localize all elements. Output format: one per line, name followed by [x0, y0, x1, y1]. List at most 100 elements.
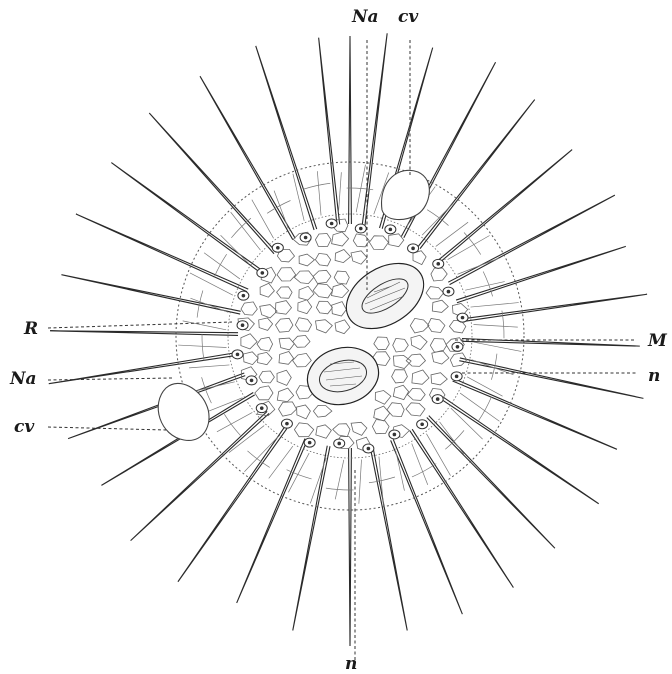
alveolus-wall [189, 365, 229, 368]
endoplasm-cell [426, 287, 444, 299]
endoplasm-cell [277, 370, 291, 385]
endoplasm-cell [315, 234, 331, 247]
endoplasm-cell [428, 319, 445, 333]
label-cv-top: cv [398, 7, 419, 27]
alveolus-wall [473, 325, 517, 328]
label-n-bottom: n [345, 654, 357, 674]
axopodium-ray [68, 373, 245, 439]
endoplasm-cell [313, 270, 331, 283]
alveolus-wall [192, 382, 235, 392]
endoplasm-cell [393, 355, 411, 368]
alveolus-wall [229, 426, 264, 453]
endoplasm-cell [293, 353, 312, 366]
axopodium-ray [50, 331, 238, 336]
alveolus-wall [190, 273, 233, 295]
small-nucleus-dot [242, 294, 246, 298]
label-na-top: Na [351, 7, 379, 27]
small-nucleus-dot [436, 397, 440, 401]
endoplasm-cell [297, 405, 311, 419]
endoplasm-cell [407, 388, 425, 400]
endoplasm-cell [313, 284, 333, 298]
endoplasm-cell [295, 318, 311, 332]
axopodium-ray [200, 76, 295, 240]
alveolus-wall [339, 172, 342, 212]
axopodium-ray [435, 150, 572, 265]
endoplasm-cell [432, 300, 448, 312]
small-nucleus-dot [250, 379, 254, 383]
alveolus-arc [478, 397, 491, 421]
small-nucleus-dot [359, 227, 363, 231]
endoplasm-cell [335, 320, 350, 334]
endoplasm-cell [260, 283, 274, 297]
endoplasm-cell [276, 301, 292, 315]
endoplasm-cell [351, 422, 367, 435]
alveolus-arc [491, 354, 497, 380]
alveolus-arc [502, 311, 504, 339]
small-nuclei [232, 219, 468, 453]
ectoplasm-layer [176, 162, 524, 510]
axopodium-ray [370, 446, 407, 631]
alveolus-arc [231, 218, 250, 238]
small-nucleus-dot [236, 353, 240, 357]
small-nucleus-dot [447, 290, 451, 294]
endoplasm-cell [279, 352, 294, 365]
small-nucleus-dot [285, 422, 289, 426]
endoplasm-cell [277, 268, 296, 281]
alveolus-wall [244, 437, 277, 472]
axopodium-ray [149, 113, 276, 254]
axopodium-ray [49, 352, 240, 384]
label-na-left: Na [9, 369, 37, 389]
endoplasm-cell [299, 254, 314, 266]
endoplasm-cell [412, 370, 429, 384]
small-nucleus-dot [436, 262, 440, 266]
endoplasm-cell [374, 337, 390, 350]
alveolus-wall [317, 171, 321, 215]
endoplasm-cell [316, 425, 332, 439]
endoplasm-cell [332, 302, 347, 316]
small-nucleus-dot [304, 236, 308, 240]
small-nucleus-dot [420, 422, 424, 426]
endoplasm-cell [294, 423, 313, 437]
endoplasm-cell [255, 386, 273, 400]
alveolus-wall [471, 303, 519, 307]
endoplasm-cell [313, 405, 332, 417]
endoplasm-cell [276, 318, 293, 332]
endoplasm-cell [332, 284, 349, 298]
endoplasm-cell [333, 424, 350, 437]
small-nucleus-dot [455, 375, 459, 379]
endoplasm-cell [387, 403, 404, 417]
endoplasm-cell [241, 302, 257, 315]
small-nucleus-dot [456, 345, 460, 349]
endoplasm-cell [430, 339, 446, 353]
endoplasm-cell [258, 352, 272, 364]
endoplasm-cell [332, 232, 349, 246]
endoplasm-cell [334, 271, 349, 284]
axopodium-ray [442, 397, 599, 503]
endoplasm-cell [432, 350, 449, 364]
alveolus-wall [440, 422, 464, 454]
endoplasm-cell [259, 371, 274, 383]
endoplasm-cell [406, 354, 425, 366]
small-nucleus-dot [411, 247, 415, 251]
endoplasm-cell [241, 334, 257, 349]
endoplasm-mesh [238, 219, 468, 452]
axopodium-ray [319, 38, 340, 225]
label-n-right: n [648, 366, 660, 386]
alveolus-wall [190, 298, 228, 312]
alveolus-arc [197, 290, 203, 317]
small-nucleus-dot [389, 228, 393, 232]
contractile-vacuole-left [158, 383, 209, 440]
label-cv-left: cv [14, 417, 35, 437]
endoplasm-cell [259, 318, 273, 330]
small-nucleus-dot [241, 323, 245, 327]
axopodia-rays [49, 33, 647, 646]
contractile-vacuole-top [382, 170, 430, 219]
alveolus-arc [202, 334, 204, 361]
endoplasm-cell [315, 253, 330, 266]
endoplasm-cell [431, 268, 447, 281]
endoplasm-cell [406, 403, 425, 416]
alveolus-wall [359, 459, 362, 503]
alveolus-wall [335, 460, 344, 499]
axopodium-ray [237, 439, 308, 603]
